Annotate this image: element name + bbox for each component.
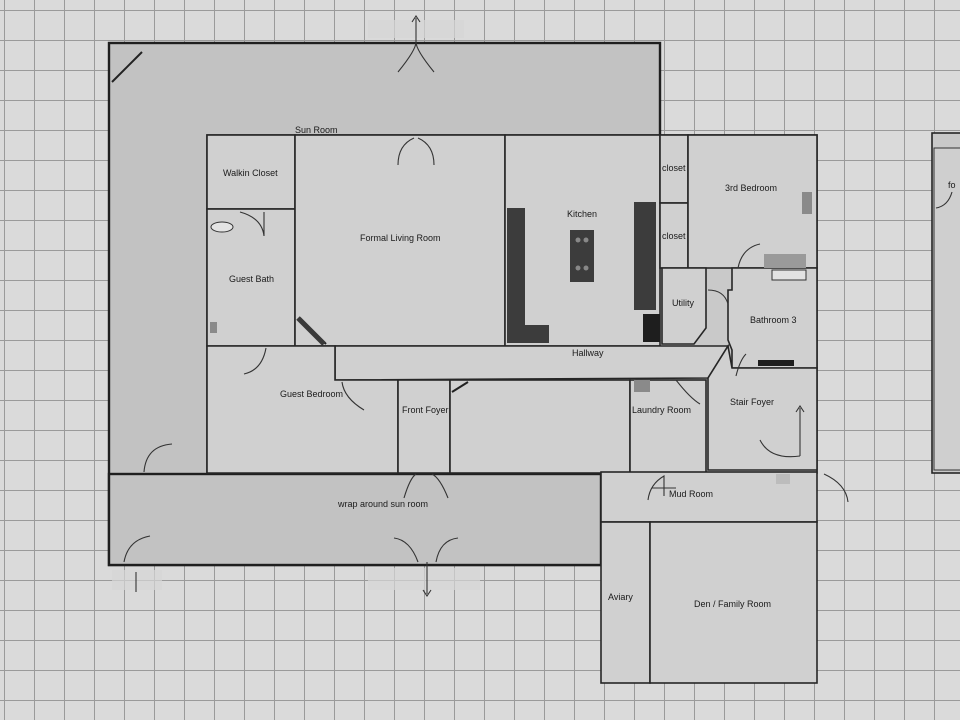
stair-foyer-label: Stair Foyer <box>730 397 774 407</box>
utility-room <box>661 267 707 345</box>
bathroom-3-label: Bathroom 3 <box>750 315 797 325</box>
stove-burner-icon <box>575 265 581 271</box>
laundry-room-label: Laundry Room <box>632 405 691 415</box>
wrap-left-door-icon <box>123 535 151 563</box>
formal-living-room <box>294 134 506 347</box>
den-family-room <box>649 521 818 684</box>
aviary-room <box>600 521 651 684</box>
wrap-sun-room-door-icon <box>393 537 459 563</box>
bathtub-icon <box>771 269 807 281</box>
bedroom-fixture <box>802 192 812 214</box>
living-room-french-door-icon <box>397 137 435 166</box>
utility-door-icon <box>707 289 729 305</box>
kitchen-refrigerator <box>643 314 660 342</box>
hallway-label: Hallway <box>572 348 604 358</box>
foyer-angled-wall <box>451 381 469 393</box>
adjacent-building-inner <box>933 147 960 471</box>
stove-burner-icon <box>583 237 589 243</box>
utility-label: Utility <box>672 298 694 308</box>
walkin-closet-room <box>206 134 296 210</box>
guest-bath-label: Guest Bath <box>229 274 274 284</box>
kitchen-island <box>570 230 594 282</box>
left-entry-marker <box>112 570 162 590</box>
front-foyer-label: Front Foyer <box>402 405 449 415</box>
closet-label-2: closet <box>662 231 686 241</box>
kitchen-bottom-counter <box>507 325 549 343</box>
third-bedroom-door-icon <box>737 243 761 269</box>
bathroom-3-room <box>727 267 818 369</box>
third-bedroom-room <box>687 134 818 269</box>
front-foyer-door-icon <box>403 473 449 499</box>
angled-wall-thick <box>296 316 326 346</box>
mud-room-fixture <box>776 474 790 484</box>
den-family-room-label: Den / Family Room <box>694 599 771 609</box>
arrow-head-icon <box>411 15 421 23</box>
guest-bedroom-label: Guest Bedroom <box>280 389 343 399</box>
toilet-icon <box>210 221 234 233</box>
arrow-head-icon <box>795 405 805 413</box>
third-bedroom-label: 3rd Bedroom <box>725 183 777 193</box>
mud-room-exterior-door-icon <box>823 473 849 503</box>
hallway-area <box>334 345 730 381</box>
formal-living-room-label: Formal Living Room <box>360 233 441 243</box>
closet-label-1: closet <box>662 163 686 173</box>
top-french-door-icon <box>397 41 435 73</box>
kitchen-left-counter <box>507 208 525 338</box>
mud-room-label: Mud Room <box>669 489 713 499</box>
adjacent-building-label: fo <box>948 180 956 190</box>
guest-bath-door-icon <box>239 211 265 237</box>
stair-foyer-door-icon <box>759 439 801 458</box>
laundry-fixture <box>634 380 650 392</box>
stove-burner-icon <box>575 237 581 243</box>
bathroom-vanity <box>764 254 806 268</box>
sun-room-label: Sun Room <box>295 125 338 135</box>
guest-bedroom-door-icon <box>243 347 267 375</box>
aviary-label: Aviary <box>608 592 633 602</box>
laundry-room <box>629 379 707 474</box>
wrap-around-sun-room-label: wrap around sun room <box>337 499 428 509</box>
kitchen-right-counter <box>634 202 656 310</box>
stove-burner-icon <box>583 265 589 271</box>
stair-foyer-room <box>707 343 818 471</box>
bathroom-fixture <box>758 360 794 366</box>
sun-room-door-icon <box>143 443 173 473</box>
arrow-head-icon <box>422 589 432 597</box>
guest-bath-fixture <box>210 322 217 333</box>
central-room <box>449 379 631 474</box>
sun-room-corner-feature <box>111 51 143 83</box>
wrap-around-sun-room-area <box>107 472 603 567</box>
bottom-entry-marker <box>368 568 480 590</box>
adjacent-building-door-icon <box>935 191 953 209</box>
mud-room-door-icon <box>647 475 665 501</box>
kitchen-label: Kitchen <box>567 209 597 219</box>
laundry-door-icon <box>675 379 701 405</box>
closet-room-2 <box>659 202 689 269</box>
bathroom-door-icon <box>735 353 747 377</box>
front-foyer-room <box>397 379 451 474</box>
walkin-closet-label: Walkin Closet <box>223 168 278 178</box>
guest-bedroom-inner-door-icon <box>341 381 365 411</box>
